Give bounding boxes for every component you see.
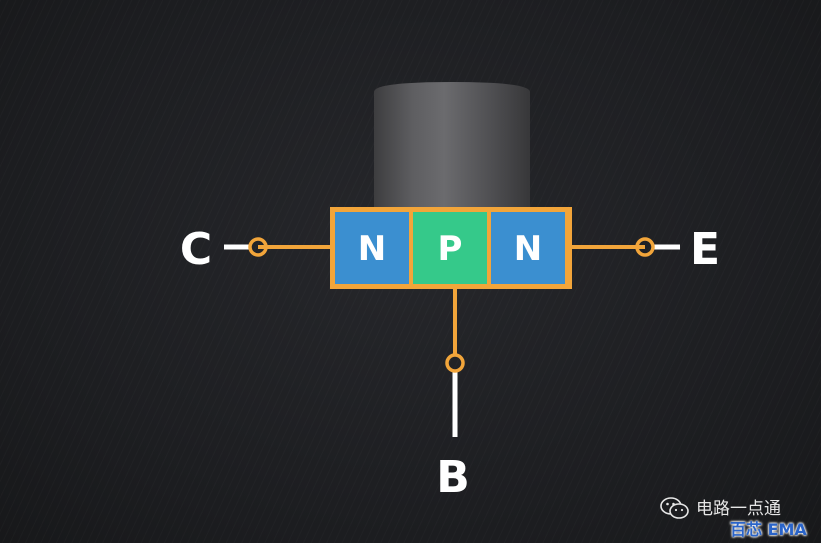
- base-label: B: [436, 452, 470, 503]
- segment-2-label: P: [438, 229, 463, 269]
- segment-3-label: N: [514, 229, 542, 269]
- collector-label: C: [180, 224, 212, 275]
- segment-1-region: [335, 212, 409, 284]
- segment-2-region: [413, 212, 487, 284]
- watermark-channel-name: 电路一点通: [696, 499, 781, 519]
- base-terminal: [445, 353, 465, 373]
- emitter-terminal: [635, 237, 655, 257]
- wechat-icon: [660, 497, 689, 519]
- collector-terminal: [248, 237, 268, 257]
- watermark-brand: 百芯 EMA: [730, 520, 807, 539]
- watermark: 电路一点通 百芯 EMA: [660, 494, 810, 539]
- segment-3-region: [491, 212, 565, 284]
- segment-1-label: N: [358, 229, 386, 269]
- transistor-package: [374, 82, 530, 212]
- emitter-label: E: [690, 224, 720, 275]
